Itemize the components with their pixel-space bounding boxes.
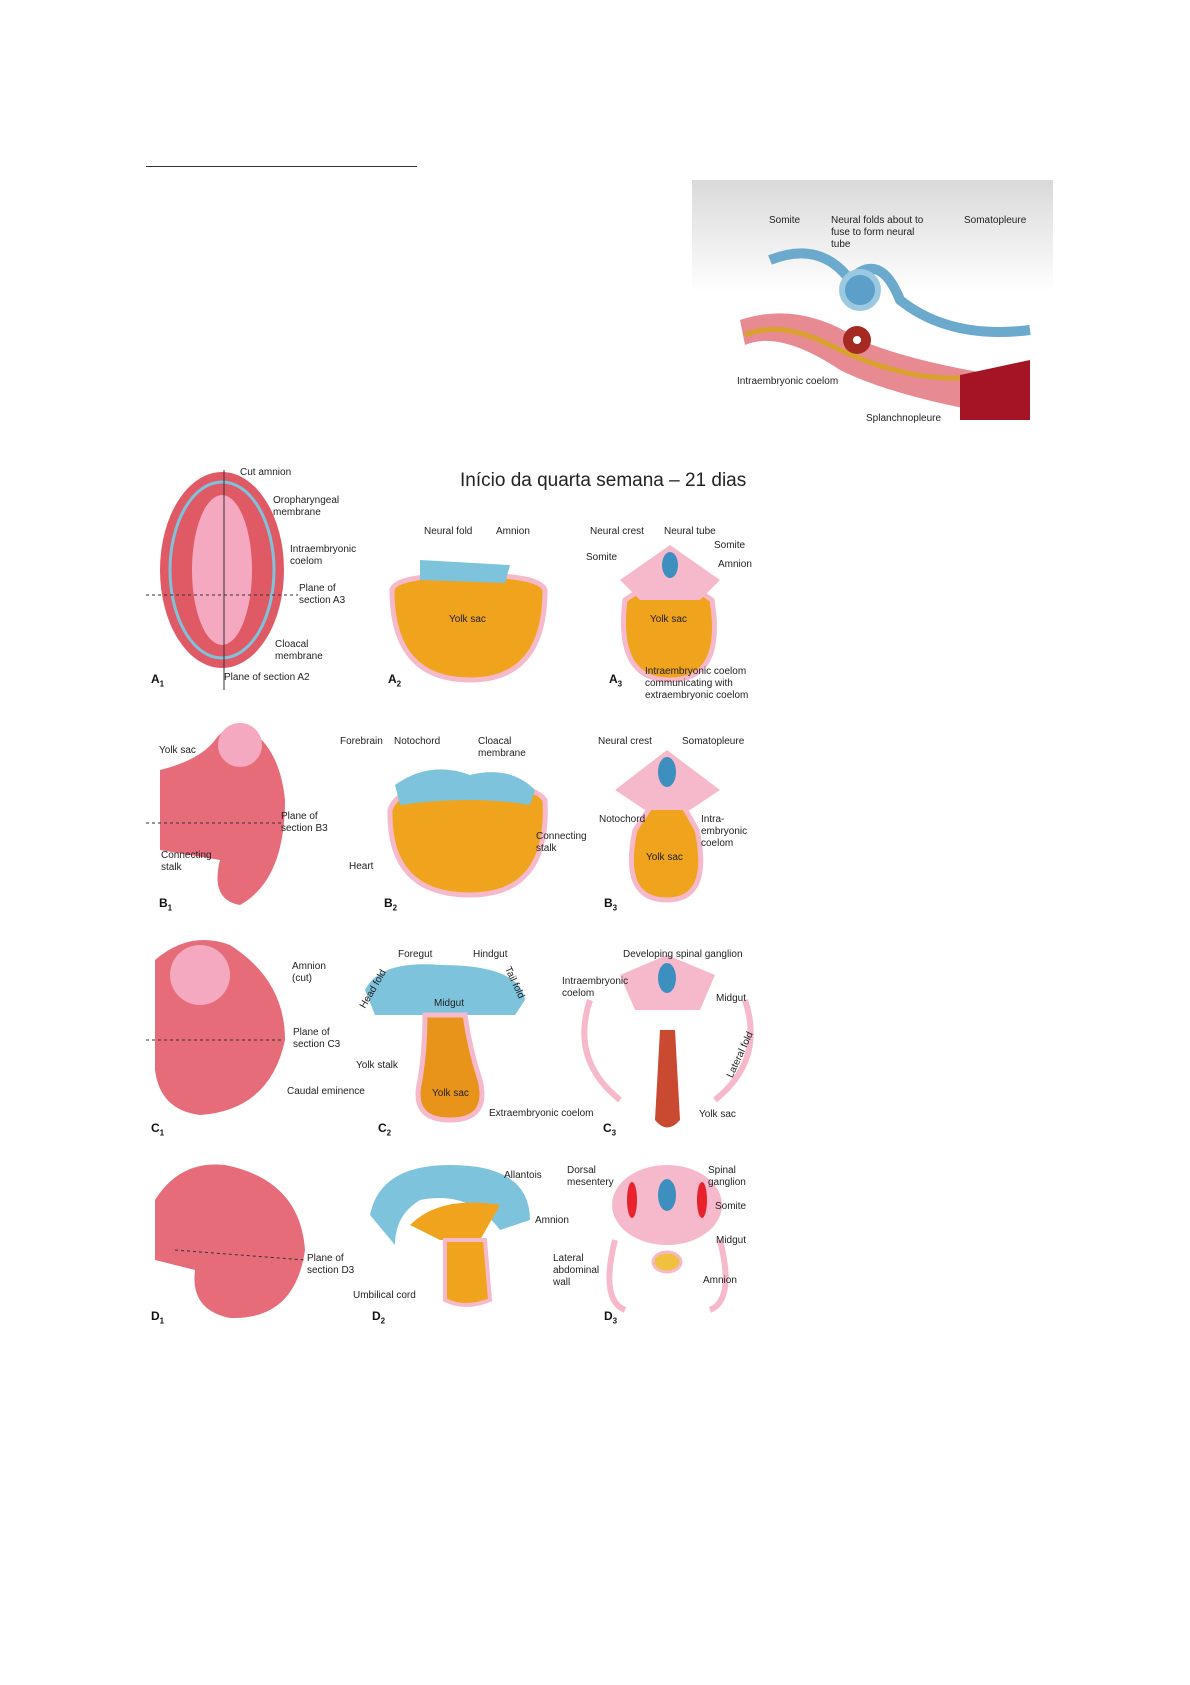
label-a1-cut-amnion: Cut amnion [240, 467, 292, 478]
panel-label-c2: C2 [378, 1121, 391, 1137]
label-a1-cloacal-membrane: Cloacal membrane [275, 639, 323, 662]
panel-label-b3: B3 [604, 896, 617, 912]
panel-letter: B [159, 896, 168, 910]
label-a3-somite: Somite [586, 552, 618, 563]
label-c2-yolk-sac: Yolk sac [432, 1088, 469, 1099]
label-c3-midgut: Midgut [716, 993, 747, 1004]
label-c3-yolk-sac: Yolk sac [699, 1109, 736, 1120]
panel-subscript: 2 [392, 903, 398, 913]
panel-letter: C [151, 1121, 160, 1135]
panel-subscript: 3 [612, 1316, 618, 1326]
label-somatopleure: Somatopleure [964, 215, 1027, 226]
panel-letter: B [384, 896, 393, 910]
label-b1-connecting-stalk: Connecting stalk [161, 850, 212, 873]
horizontal-rule [146, 166, 417, 167]
panel-letter: C [378, 1121, 387, 1135]
panel-letter: A [151, 672, 160, 686]
label-b3-yolk-sac: Yolk sac [646, 852, 683, 863]
figure-title: Início da quarta semana – 21 dias [460, 470, 747, 491]
panel-label-d2: D2 [372, 1309, 385, 1325]
label-a1-plane-of-section-a2: Plane of section A2 [224, 672, 310, 683]
label-b3-somatopleure: Somatopleure [682, 736, 745, 747]
label-d2-allantois: Allantois [504, 1170, 542, 1181]
label-d3-amnion: Amnion [703, 1275, 737, 1286]
label-d2-umbilical-cord: Umbilical cord [353, 1290, 416, 1301]
panel-letter: A [609, 672, 618, 686]
panel-subscript: 1 [159, 1316, 165, 1326]
panel-subscript: 1 [159, 679, 165, 689]
label-a2-yolk-sac: Yolk sac [449, 614, 486, 625]
label-b3-neural-crest: Neural crest [598, 736, 652, 747]
panel-label-c1: C1 [151, 1121, 164, 1137]
panel-label-c3: C3 [603, 1121, 616, 1137]
panel-subscript: 2 [396, 679, 402, 689]
label-c3-intraembryonic-coelom: Intraembryonic coelom [562, 976, 629, 999]
label-b2-heart: Heart [349, 861, 374, 872]
label-c1-amnion-cut-: Amnion (cut) [292, 961, 326, 984]
label-b2-notochord: Notochord [394, 736, 441, 747]
label-c1-plane-of-section-c3: Plane of section C3 [293, 1027, 341, 1050]
panel-subscript: 1 [159, 1128, 165, 1138]
label-intraembryonic-coelom: Intraembryonic coelom [737, 376, 839, 387]
label-a1-oropharyngeal-membrane: Oropharyngeal membrane [273, 495, 340, 518]
label-a3-intraembryonic-coelom-communicating-with-extraembryonic-coelom: Intraembryonic coelom communicating with… [645, 666, 749, 701]
panel-subscript: 2 [386, 1128, 392, 1138]
label-d2-amnion: Amnion [535, 1215, 569, 1226]
panel-letter: B [604, 896, 613, 910]
panel-letter: D [604, 1309, 613, 1323]
label-c2-hindgut: Hindgut [473, 949, 508, 960]
label-somite: Somite [769, 215, 801, 226]
panel-letter: D [151, 1309, 160, 1323]
label-d1-plane-of-section-d3: Plane of section D3 [307, 1253, 355, 1276]
panel-letter: D [372, 1309, 381, 1323]
panel-subscript: 3 [611, 1128, 617, 1138]
label-b3-intra-embryonic-coelom: Intra-embryonic coelom [701, 814, 748, 849]
label-d3-dorsal-mesentery: Dorsal mesentery [567, 1165, 614, 1188]
label-neural-folds: Neural folds about to fuse to form neura… [831, 215, 924, 250]
label-b1-yolk-sac: Yolk sac [159, 745, 196, 756]
label-c2-foregut: Foregut [398, 949, 433, 960]
label-c2-extraembryonic-coelom: Extraembryonic coelom [489, 1108, 594, 1119]
label-a3-yolk-sac: Yolk sac [650, 614, 687, 625]
label-a2-amnion: Amnion [496, 526, 530, 537]
panel-subscript: 1 [167, 903, 173, 913]
label-a3-amnion: Amnion [718, 559, 752, 570]
label-a3-neural-tube: Neural tube [664, 526, 716, 537]
panel-letter: A [388, 672, 397, 686]
label-b2-connecting-stalk: Connecting stalk [536, 831, 587, 854]
top-illustration-shapes [740, 248, 1031, 420]
label-c2-midgut: Midgut [434, 998, 465, 1009]
label-b2-forebrain: Forebrain [340, 736, 383, 747]
label-a1-plane-of-section-a3: Plane of section A3 [299, 583, 346, 606]
label-c2-yolk-stalk: Yolk stalk [356, 1060, 398, 1071]
label-a1-intraembryonic-coelom: Intraembryonic coelom [290, 544, 357, 567]
panel-label-b1: B1 [159, 896, 172, 912]
panel-label-a1: A1 [151, 672, 164, 688]
label-a2-neural-fold: Neural fold [424, 526, 473, 537]
panel-label-b2: B2 [384, 896, 397, 912]
label-d3-lateral-abdominal-wall: Lateral abdominal wall [553, 1253, 600, 1288]
label-d3-somite: Somite [715, 1201, 747, 1212]
panel-subscript: 3 [612, 903, 618, 913]
label-b2-cloacal-membrane: Cloacal membrane [478, 736, 526, 759]
panel-subscript: 2 [380, 1316, 386, 1326]
label-b3-notochord: Notochord [599, 814, 646, 825]
panel-label-d3: D3 [604, 1309, 617, 1325]
panel-label-d1: D1 [151, 1309, 164, 1325]
label-a3-neural-crest: Neural crest [590, 526, 644, 537]
panel-subscript: 3 [617, 679, 623, 689]
panel-label-a3: A3 [609, 672, 622, 688]
label-c1-caudal-eminence: Caudal eminence [287, 1086, 365, 1097]
label-d3-midgut: Midgut [716, 1235, 747, 1246]
label-b1-plane-of-section-b3: Plane of section B3 [281, 811, 328, 834]
label-d3-spinal-ganglion: Spinal ganglion [708, 1165, 746, 1188]
panel-label-a2: A2 [388, 672, 401, 688]
label-a3-somite: Somite [714, 540, 746, 551]
label-splanchnopleure: Splanchnopleure [866, 413, 942, 424]
label-c3-developing-spinal-ganglion: Developing spinal ganglion [623, 949, 743, 960]
panel-letter: C [603, 1121, 612, 1135]
